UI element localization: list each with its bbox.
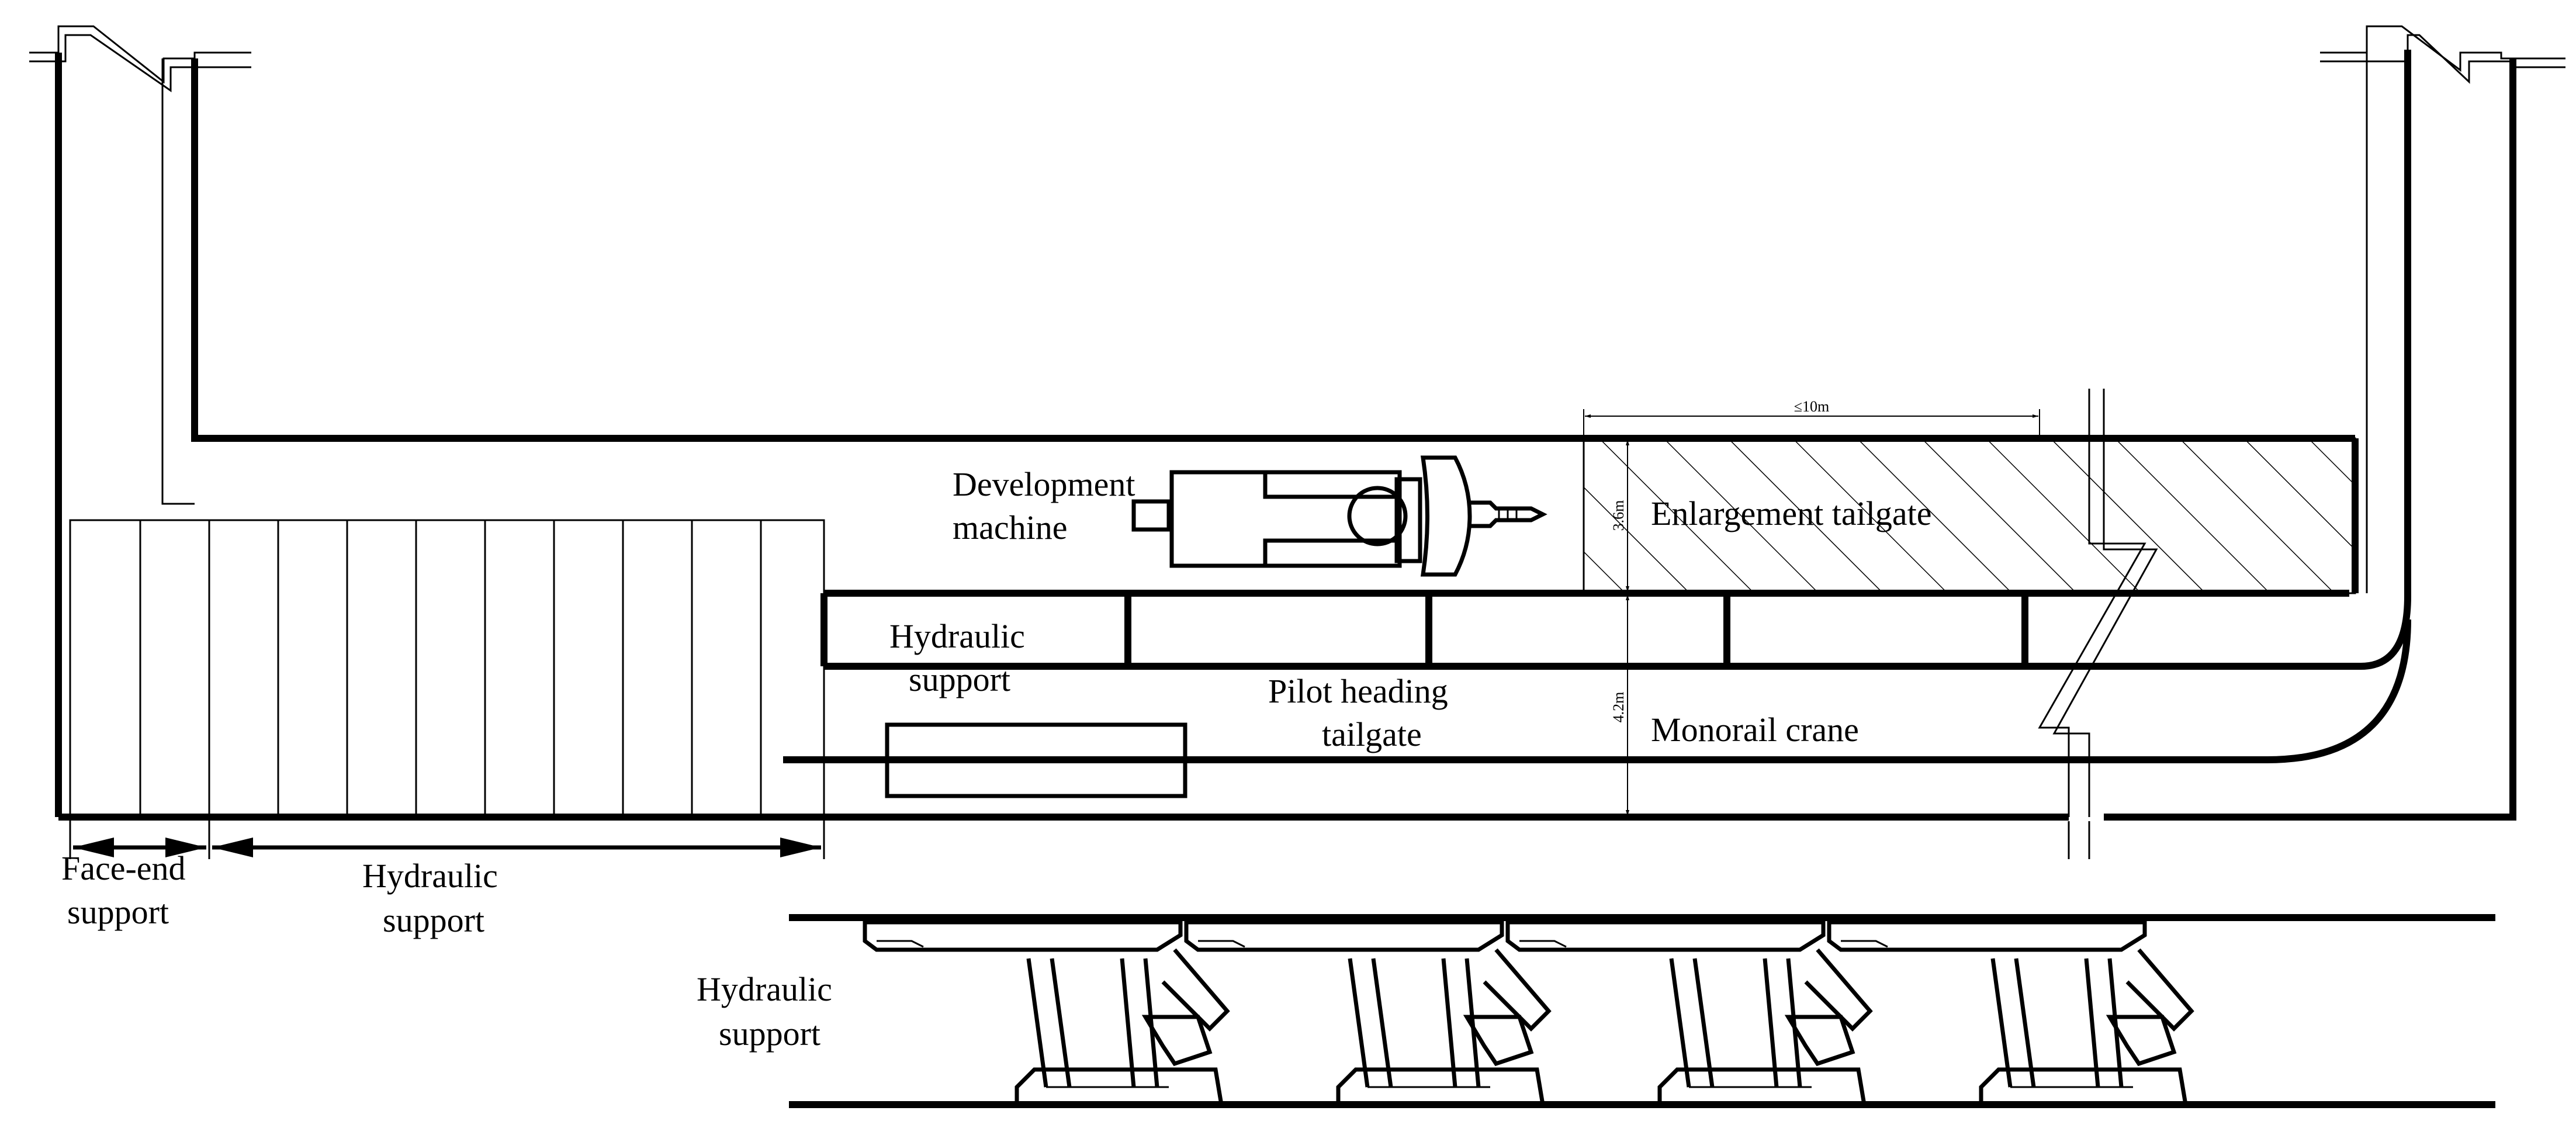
labels: Development machine Enlargement tailgate… — [61, 465, 1931, 1053]
hydraulic-support-upper-label-2: support — [909, 660, 1010, 698]
face-support-block — [69, 519, 825, 818]
development-machine-label-1: Development — [953, 465, 1135, 503]
shield-support-1 — [863, 920, 1230, 1107]
tunnel-outline — [58, 25, 2565, 859]
face-end-label-1: Face-end — [61, 849, 186, 887]
hydraulic-support-bottom-label-2: support — [383, 901, 484, 939]
enlargement-tailgate-label: Enlargement tailgate — [1651, 494, 1931, 532]
support-extent-arrows — [69, 817, 825, 859]
pilot-width-label: 4.2m — [1610, 692, 1627, 723]
hydraulic-support-left-label-1: Hydraulic — [697, 970, 832, 1008]
bottom-support-section — [789, 914, 2495, 1108]
left-roadway — [29, 25, 2355, 817]
enlargement-width-label: 3.6m — [1610, 500, 1627, 531]
hydraulic-support-left-label-2: support — [719, 1015, 820, 1053]
dimension-length: ≤10m — [1583, 398, 2040, 438]
face-end-label-2: support — [67, 893, 169, 931]
enlargement-tailgate-area — [1583, 437, 2356, 594]
dimension-widths: 3.6m 4.2m — [1610, 440, 1629, 816]
hydraulic-support-upper-label-1: Hydraulic — [889, 617, 1025, 655]
shield-support-3 — [1505, 920, 1873, 1107]
development-machine-label-2: machine — [953, 508, 1067, 546]
monorail-crane-label: Monorail crane — [1651, 711, 1859, 749]
shield-support-2 — [1184, 920, 1552, 1107]
pilot-heading-label-1: Pilot heading — [1268, 672, 1448, 710]
monorail-crane — [783, 619, 2411, 798]
development-machine-drawing — [1131, 455, 1547, 577]
enlargement-length-label: ≤10m — [1794, 398, 1830, 415]
hydraulic-support-bottom-label-1: Hydraulic — [362, 857, 498, 895]
shield-support-4 — [1827, 920, 2194, 1107]
pilot-heading-label-2: tailgate — [1322, 715, 1422, 753]
